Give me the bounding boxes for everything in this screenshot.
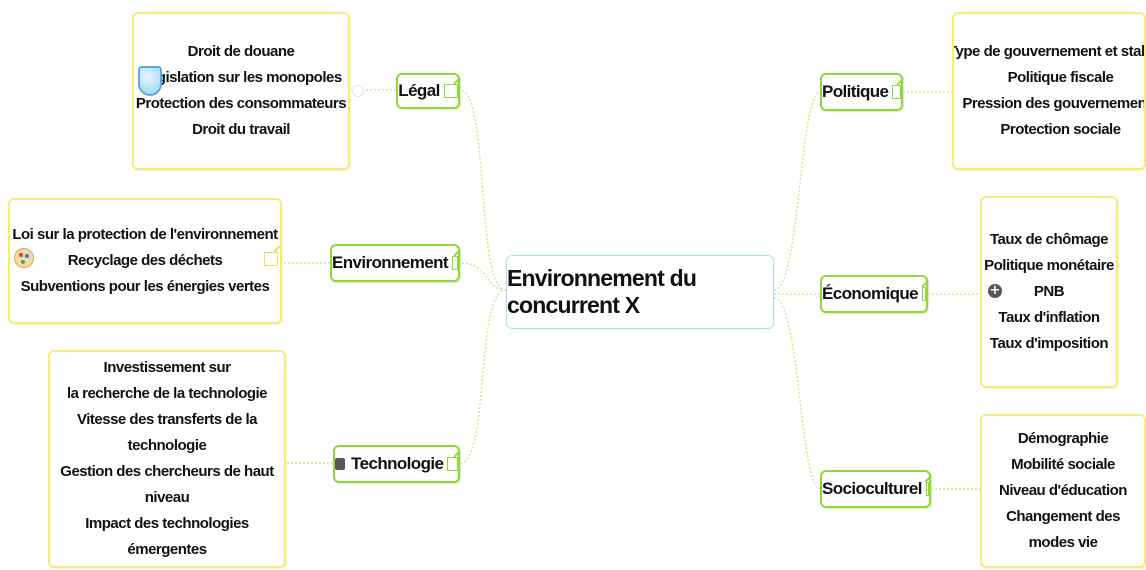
palette-icon — [14, 248, 34, 268]
branch-economique-label: Économique — [822, 284, 919, 303]
list-item: Gestion des chercheurs de haut niveau — [60, 463, 274, 506]
leaf-socioculturel[interactable]: Démographie Mobilité sociale Niveau d'éd… — [980, 414, 1146, 568]
external-link-icon[interactable] — [443, 84, 458, 98]
list-item: Protection des consommateurs — [135, 95, 347, 112]
list-item: Taux de chômage — [989, 231, 1109, 248]
list-item: Investissement sur — [103, 359, 231, 376]
list-item: Droit de douane — [187, 43, 295, 60]
list-item: Politique monétaire — [984, 257, 1114, 274]
external-link-icon[interactable] — [922, 287, 926, 301]
list-item: Politique fiscale — [1007, 69, 1114, 86]
branch-legal[interactable]: Légal — [396, 73, 460, 109]
central-topic-label: Environnement du concurrent X — [507, 265, 697, 318]
notes-icon[interactable] — [335, 454, 346, 470]
plus-circle-icon[interactable]: + — [988, 283, 1002, 298]
list-item: Subventions pour les énergies vertes — [20, 278, 270, 295]
branch-politique-label: Politique — [822, 82, 889, 101]
branch-environnement[interactable]: Environnement — [330, 244, 460, 282]
external-link-icon[interactable] — [925, 482, 929, 496]
external-link-icon[interactable] — [892, 85, 901, 99]
leaf-politique[interactable]: Type de gouvernement et stabilité Politi… — [952, 12, 1146, 170]
list-item: Taux d'inflation — [998, 309, 1100, 326]
list-item: Mobilité sociale — [1011, 456, 1115, 473]
branch-socioculturel-label: Socioculturel — [822, 479, 922, 498]
leaf-economique[interactable]: Taux de chômage Politique monétaire PNB … — [980, 196, 1118, 388]
list-item: Changement des modes vie — [1006, 508, 1120, 551]
collapse-toggle[interactable] — [352, 85, 364, 97]
list-item: Taux d'imposition — [989, 335, 1109, 352]
list-item: Niveau d'éducation — [999, 482, 1127, 499]
list-item: Impact des technologies émergentes — [85, 515, 249, 558]
branch-environnement-label: Environnement — [332, 253, 449, 272]
list-item: Droit du travail — [192, 121, 290, 138]
list-item: Vitesse des transferts de la technologie — [77, 411, 258, 454]
list-item: Pression des gouvernements — [962, 95, 1146, 112]
leaf-environnement[interactable]: Loi sur la protection de l'environnement… — [8, 198, 282, 324]
external-link-icon[interactable] — [447, 457, 458, 471]
branch-technologie-label: Technologie — [351, 454, 444, 473]
branch-politique[interactable]: Politique — [820, 73, 903, 111]
list-item: Type de gouvernement et stabilité — [954, 43, 1144, 60]
list-item: Recyclage des déchets — [67, 252, 223, 269]
branch-socioculturel[interactable]: Socioculturel — [820, 470, 931, 508]
branch-legal-label: Légal — [398, 81, 440, 100]
list-item: la recherche de la technologie — [66, 385, 268, 402]
central-topic[interactable]: Environnement du concurrent X — [506, 255, 774, 329]
external-link-icon[interactable] — [264, 252, 278, 266]
branch-economique[interactable]: Économique — [820, 275, 928, 313]
list-item: Démographie — [1017, 430, 1109, 447]
list-item: Loi sur la protection de l'environnement — [12, 226, 278, 243]
list-item: Législation sur les monopoles — [140, 69, 342, 86]
shield-icon — [138, 66, 162, 96]
external-link-icon[interactable] — [451, 256, 458, 270]
branch-technologie[interactable]: Technologie — [333, 445, 460, 483]
leaf-legal[interactable]: Droit de douane Législation sur les mono… — [132, 12, 350, 170]
list-item: Protection sociale — [1000, 121, 1121, 138]
leaf-technologie[interactable]: Investissement sur la recherche de la te… — [48, 350, 286, 568]
list-item: PNB — [1033, 283, 1065, 300]
